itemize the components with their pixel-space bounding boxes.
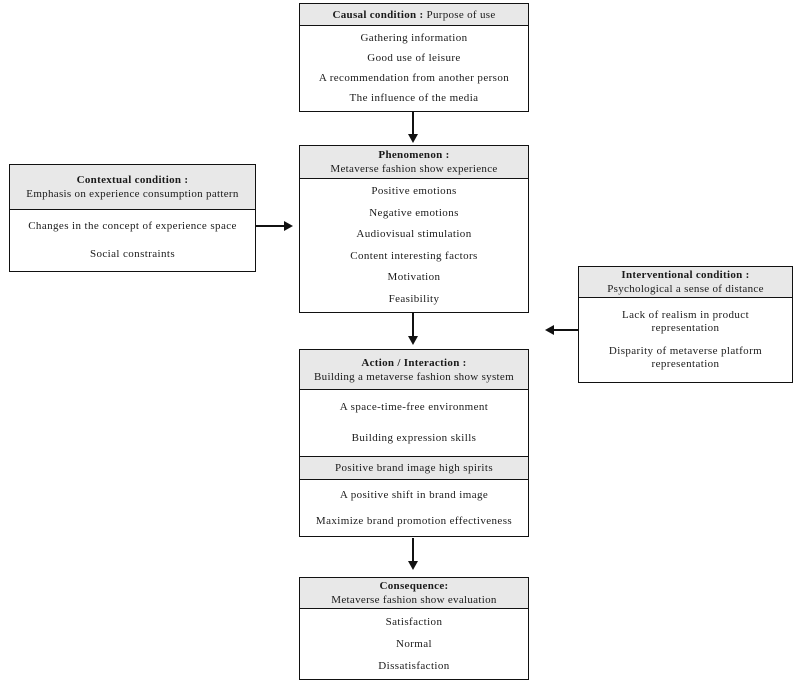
list-item: The influence of the media xyxy=(349,92,479,105)
list-item: Audiovisual stimulation xyxy=(356,228,472,241)
arrow-line xyxy=(256,225,285,227)
arrow-left-icon xyxy=(545,325,554,335)
contextual-condition-items: Changes in the concept of experience spa… xyxy=(10,210,255,271)
interventional-condition-subtitle: Psychological a sense of distance xyxy=(607,283,764,295)
list-item: A positive shift in brand image xyxy=(339,488,489,501)
consequence-subtitle: Metaverse fashion show evaluation xyxy=(331,594,497,606)
list-item: Content interesting factors xyxy=(350,249,478,262)
arrow-line xyxy=(412,538,414,562)
action-interaction-subtitle: Building a metaverse fashion show system xyxy=(314,370,514,383)
contextual-condition-box: Contextual condition : Emphasis on exper… xyxy=(9,164,256,272)
action-interaction-subheader: Positive brand image high spirits xyxy=(300,456,528,480)
contextual-condition-header: Contextual condition : Emphasis on exper… xyxy=(10,165,255,210)
list-item: Motivation xyxy=(387,271,441,284)
action-interaction-box: Action / Interaction : Building a metave… xyxy=(299,349,529,537)
list-item: Maximize brand promotion effectiveness xyxy=(315,514,513,527)
interventional-condition-box: Interventional condition : Psychological… xyxy=(578,266,793,383)
contextual-condition-subtitle: Emphasis on experience consumption patte… xyxy=(26,188,239,200)
arrow-down-icon xyxy=(408,336,418,345)
list-item: Positive emotions xyxy=(371,185,457,198)
phenomenon-subtitle: Metaverse fashion show experience xyxy=(330,163,498,175)
causal-condition-title: Causal condition : Purpose of use xyxy=(332,8,496,21)
interventional-condition-header: Interventional condition : Psychological… xyxy=(579,267,792,298)
arrow-down-icon xyxy=(408,561,418,570)
arrow-right-icon xyxy=(284,221,293,231)
consequence-header: Consequence: Metaverse fashion show eval… xyxy=(300,578,528,609)
list-item: Satisfaction xyxy=(385,615,443,628)
causal-condition-header: Causal condition : Purpose of use xyxy=(300,4,528,26)
list-item: Feasibility xyxy=(388,292,440,305)
phenomenon-title: Phenomenon : xyxy=(378,149,450,161)
list-item: A space-time-free environment xyxy=(339,401,489,413)
arrow-down-icon xyxy=(408,134,418,143)
consequence-title: Consequence: xyxy=(379,580,449,592)
action-interaction-title: Action / Interaction : xyxy=(361,356,467,369)
interventional-condition-title: Interventional condition : xyxy=(621,269,750,281)
phenomenon-items: Positive emotions Negative emotions Audi… xyxy=(300,179,528,312)
contextual-condition-title: Contextual condition : xyxy=(76,174,189,186)
list-item: Dissatisfaction xyxy=(378,659,450,672)
interventional-condition-items: Lack of realism in product representatio… xyxy=(579,298,792,382)
arrow-line xyxy=(412,112,414,135)
phenomenon-header: Phenomenon : Metaverse fashion show expe… xyxy=(300,146,528,179)
list-item: Normal xyxy=(395,637,432,650)
arrow-line xyxy=(412,313,414,337)
phenomenon-box: Phenomenon : Metaverse fashion show expe… xyxy=(299,145,529,313)
list-item: Disparity of metaverse platform represen… xyxy=(608,345,763,370)
causal-condition-items: Gathering information Good use of leisur… xyxy=(300,26,528,111)
consequence-items: Satisfaction Normal Dissatisfaction xyxy=(300,609,528,679)
list-item: A recommendation from another person xyxy=(318,72,510,85)
list-item: Lack of realism in product representatio… xyxy=(621,309,750,334)
action-interaction-bottom-items: A positive shift in brand image Maximize… xyxy=(300,480,528,536)
list-item: Negative emotions xyxy=(369,206,459,219)
action-interaction-header: Action / Interaction : Building a metave… xyxy=(300,350,528,390)
list-item: Changes in the concept of experience spa… xyxy=(28,219,237,232)
list-item: Gathering information xyxy=(360,31,468,44)
arrow-line xyxy=(554,329,578,331)
action-interaction-top-items: A space-time-free environment Building e… xyxy=(300,390,528,456)
list-item: Social constraints xyxy=(89,248,176,261)
list-item: Building expression skills xyxy=(351,432,477,444)
list-item: Good use of leisure xyxy=(367,51,461,64)
causal-condition-box: Causal condition : Purpose of use Gather… xyxy=(299,3,529,112)
consequence-box: Consequence: Metaverse fashion show eval… xyxy=(299,577,529,680)
